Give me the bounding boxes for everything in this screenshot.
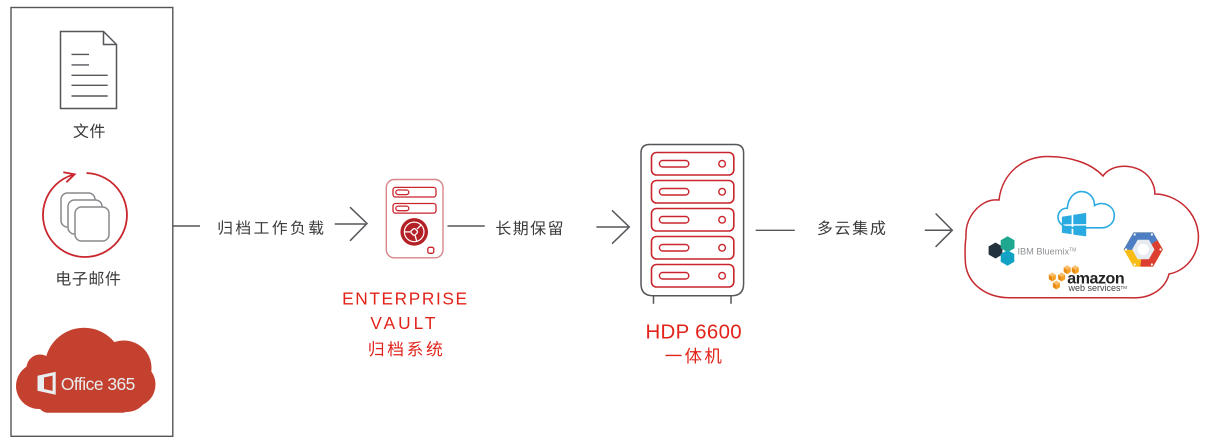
svg-text:Office 365: Office 365 xyxy=(61,374,135,394)
svg-text:IBM BluemixTM: IBM BluemixTM xyxy=(1018,247,1077,257)
svg-text:VAULT: VAULT xyxy=(370,313,438,333)
svg-text:amazon: amazon xyxy=(1067,271,1124,288)
svg-text:HDP 6600: HDP 6600 xyxy=(645,321,742,343)
svg-text:ENTERPRISE: ENTERPRISE xyxy=(342,288,468,308)
svg-text:web servicesTM: web servicesTM xyxy=(1068,283,1128,293)
